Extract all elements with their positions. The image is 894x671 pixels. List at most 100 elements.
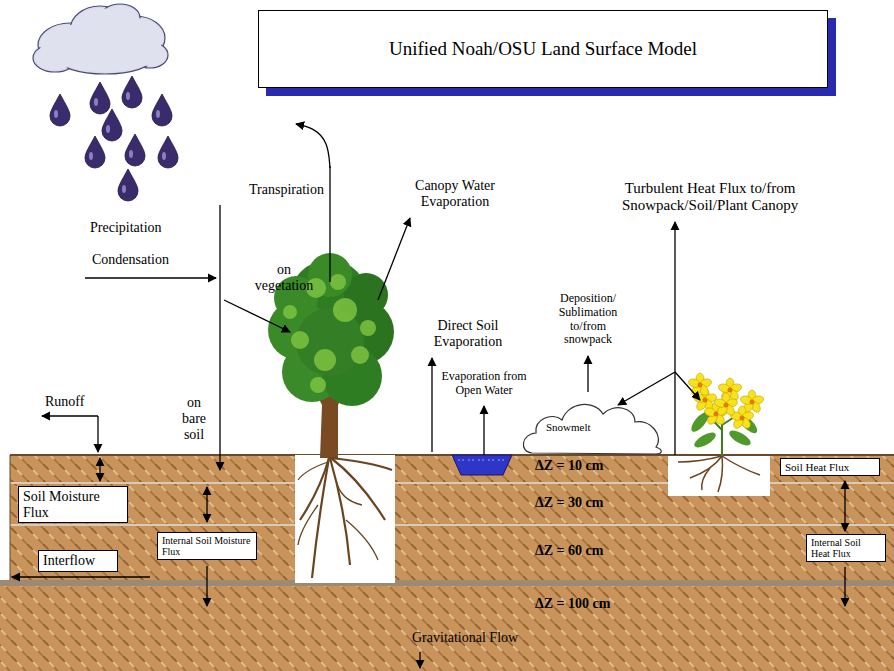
label-anchor: Deposition/ Sublimation to/from snowpack: [546, 292, 630, 347]
root-zone: [668, 456, 770, 496]
text-anchor: ΔZ = 30 cm: [535, 495, 603, 511]
layer-border: [10, 524, 894, 526]
plant-root: [718, 456, 723, 492]
flower-centre: [698, 383, 703, 388]
flux-arrow: [219, 205, 220, 470]
process-label: on vegetation: [248, 262, 320, 294]
flux-arrow: [844, 481, 845, 531]
title-box: Unified Noah/OSU Land Surface Model: [258, 10, 828, 88]
flower-centre: [740, 416, 745, 421]
drop-body: [102, 109, 122, 141]
flux-arrow: [206, 487, 207, 522]
node-text: Snowmelt: [522, 392, 665, 433]
layer-text: ΔZ = 100 cm: [535, 596, 610, 612]
box-text: Internal Soil Moisture Flux: [162, 535, 252, 557]
canopy-light: [310, 377, 326, 393]
flower-head: [713, 393, 738, 417]
label-anchor: Direct Soil Evaporation: [422, 318, 514, 350]
soil-layer-band: ΔZ = 100 cm Gravitational Flow: [0, 586, 894, 671]
drop-shine: [94, 98, 98, 106]
layer-text: ΔZ = 60 cm: [535, 543, 603, 559]
tree-root: [298, 462, 328, 480]
rain-drop: [85, 136, 105, 168]
drop-shine: [89, 152, 93, 160]
process-label: Evaporation from Open Water: [440, 370, 528, 398]
drop-shine: [106, 125, 110, 133]
tree-root: [336, 480, 362, 505]
flower-centre: [724, 403, 729, 408]
rain-drop: [90, 82, 110, 114]
root-zone: [295, 455, 395, 583]
flower-centre: [703, 398, 708, 403]
process-label: Precipitation: [90, 220, 200, 236]
process-label: Canopy Water Evaporation: [400, 178, 510, 210]
title: Unified Noah/OSU Land Surface Model: [389, 38, 697, 60]
layer-text: ΔZ = 30 cm: [535, 495, 603, 511]
plant-root: [678, 456, 722, 462]
drop-shine: [54, 110, 58, 118]
layer-text: Gravitational Flow: [412, 630, 518, 646]
drop-shine: [122, 185, 126, 193]
cloud-outline: [522, 392, 665, 455]
text-anchor: Gravitational Flow: [412, 630, 518, 646]
cloud-fill: [102, 6, 138, 30]
layer-border: [10, 455, 11, 580]
process-label: Deposition/ Sublimation to/from snowpack: [546, 292, 630, 347]
process-label: Turbulent Heat Flux to/from Snowpack/Soi…: [560, 180, 860, 215]
flux-arrow: [12, 576, 150, 577]
water-ripple: [488, 460, 494, 461]
label-anchor: Runoff: [45, 394, 105, 410]
tree: [268, 253, 395, 583]
flux-arrow: [431, 358, 432, 452]
label-anchor: on bare soil: [176, 395, 212, 443]
flux-arrow: [99, 458, 100, 481]
water-ripple: [498, 460, 504, 461]
label-anchor: on vegetation: [248, 262, 320, 294]
label-anchor: Canopy Water Evaporation: [400, 178, 510, 210]
plant-root: [702, 468, 710, 490]
flux-label-box: Soil Heat Flux: [780, 458, 880, 476]
drop-shine: [129, 150, 133, 158]
cloud-fill: [59, 44, 151, 72]
flux-arrow: [296, 124, 330, 168]
canopy-light: [351, 346, 369, 364]
tree-root: [346, 520, 378, 560]
cloud-shape: [523, 404, 661, 454]
label-anchor: Condensation: [92, 252, 202, 268]
drop-shine: [156, 110, 160, 118]
soil-layer-band: InterflowInternal Soil Moisture FluxInte…: [10, 525, 894, 580]
flux-arrow: [97, 416, 98, 452]
flux-arrow: [587, 356, 588, 392]
rain-cloud: [33, 4, 178, 201]
drop-body: [50, 94, 70, 126]
flux-arrow: [844, 567, 845, 606]
flux-label-box: Soil Moisture Flux: [18, 486, 128, 523]
tree-root: [331, 458, 385, 520]
process-label: Direct Soil Evaporation: [422, 318, 514, 350]
drop-body: [122, 76, 142, 108]
flux-label-box: Internal Soil Moisture Flux: [157, 532, 257, 560]
flux-label-box: Interflow: [38, 550, 118, 572]
flowering-plant: [668, 373, 770, 496]
flower-centre: [728, 388, 733, 393]
rain-drop: [50, 94, 70, 126]
flower-head: [687, 373, 712, 397]
canopy-light: [330, 274, 346, 290]
text-anchor: ΔZ = 60 cm: [535, 543, 603, 559]
flower-centre: [750, 400, 755, 405]
label-anchor: Precipitation: [90, 220, 200, 236]
label-anchor: Turbulent Heat Flux to/from Snowpack/Soi…: [560, 180, 860, 215]
process-label: on bare soil: [176, 395, 212, 443]
flower-head: [703, 402, 728, 426]
plant-root: [722, 456, 760, 475]
canopy-light: [314, 349, 336, 371]
plant-leaf: [692, 430, 718, 451]
box-text: Soil Moisture Flux: [23, 489, 123, 520]
soil-layer-band: Soil Moisture Flux ΔZ = 30 cm: [10, 483, 894, 525]
soil-layer-band: Soil Heat FluxΔZ = 10 cm: [10, 455, 894, 483]
canopy-light: [360, 320, 376, 336]
drop-body: [118, 169, 138, 201]
box-text: Interflow: [43, 553, 113, 569]
flux-arrow: [42, 415, 98, 416]
text-anchor: ΔZ = 100 cm: [535, 596, 610, 612]
